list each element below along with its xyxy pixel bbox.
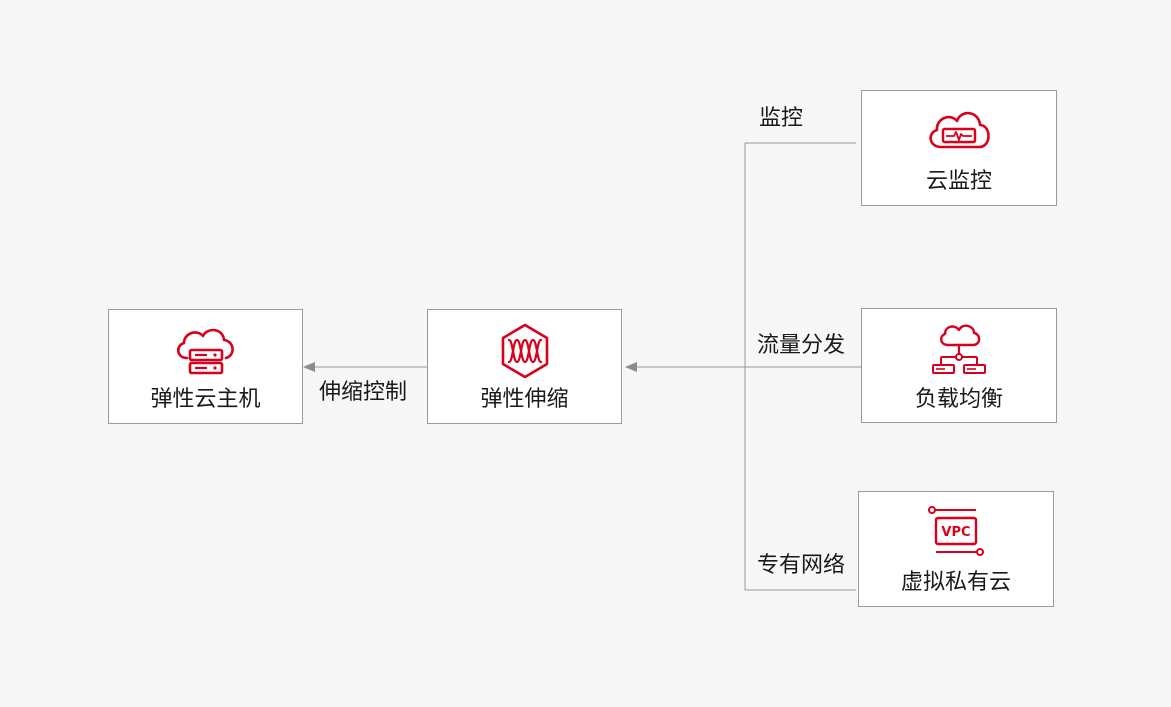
vpc-icon: VPC bbox=[928, 506, 984, 556]
edge-label-traffic: 流量分发 bbox=[757, 333, 846, 358]
node-cloud-monitor: 云监控 bbox=[861, 90, 1057, 206]
node-label: 虚拟私有云 bbox=[900, 570, 1011, 595]
cloud-server-icon bbox=[176, 328, 234, 375]
edge-label-private-net: 专有网络 bbox=[757, 553, 846, 578]
node-vpc: VPC 虚拟私有云 bbox=[858, 491, 1054, 607]
node-label: 负载均衡 bbox=[914, 387, 1003, 412]
node-load-balancer: 负载均衡 bbox=[861, 308, 1057, 423]
load-balancer-icon bbox=[932, 324, 986, 374]
vpc-icon-text: VPC bbox=[941, 525, 970, 540]
node-ecs: 弹性云主机 bbox=[108, 309, 303, 424]
auto-scaling-icon bbox=[501, 323, 548, 379]
edge-label-monitor: 监控 bbox=[759, 106, 804, 131]
node-label: 弹性伸缩 bbox=[480, 387, 569, 412]
cloud-monitor-icon bbox=[929, 111, 990, 149]
node-label: 弹性云主机 bbox=[150, 387, 261, 412]
edge-label-scale-control: 伸缩控制 bbox=[319, 380, 408, 405]
node-auto-scaling: 弹性伸缩 bbox=[427, 309, 622, 424]
node-label: 云监控 bbox=[925, 169, 992, 194]
